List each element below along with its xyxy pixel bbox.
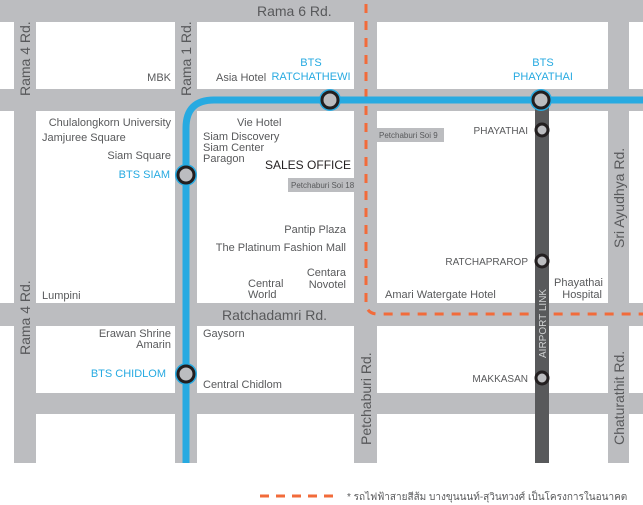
- landmark-world: World: [248, 289, 277, 301]
- landmark-central: Central: [248, 278, 283, 290]
- landmark-siam-square: Siam Square: [107, 150, 171, 162]
- label-arl-phayathai: PHAYATHAI: [474, 126, 528, 137]
- road-rama6: [0, 0, 643, 22]
- landmark-amari: Amari Watergate Hotel: [385, 289, 496, 301]
- landmark-mbk: MBK: [147, 72, 172, 84]
- label-rama4-top: Rama 4 Rd.: [17, 21, 33, 96]
- road-sri-ayudhya: [608, 22, 629, 463]
- arl-station-makkasan[interactable]: [534, 370, 550, 386]
- label-arl-ratchaprarop: RATCHAPRAROP: [445, 257, 528, 268]
- label-ratchadamri: Ratchadamri Rd.: [222, 307, 327, 323]
- label-arl-makkasan: MAKKASAN: [472, 374, 528, 385]
- label-chaturathit: Chaturathit Rd.: [611, 351, 627, 445]
- label-bts-ratchathewi: BTS: [300, 57, 321, 69]
- landmark-chula: Chulalongkorn University: [49, 117, 172, 129]
- road-soi9: [377, 128, 444, 142]
- landmark-paragon: Paragon: [203, 153, 245, 165]
- bts-station-ratchathewi[interactable]: [319, 89, 341, 111]
- arl-station-phayathai[interactable]: [534, 122, 550, 138]
- label-rama1: Rama 1 Rd.: [178, 21, 194, 96]
- label-rama4-bottom: Rama 4 Rd.: [17, 280, 33, 355]
- landmark-siam-discovery: Siam Discovery: [203, 131, 280, 143]
- label-airport-link: AIRPORT LINK: [538, 289, 549, 358]
- legend: * รถไฟฟ้าสายสีส้ม บางขุนนนท์-สุวินทวงศ์ …: [260, 489, 627, 503]
- orange-line-future: [364, 4, 643, 316]
- bts-line: [182, 96, 643, 463]
- landmark-sales-office[interactable]: SALES OFFICE: [265, 158, 351, 172]
- legend-note: * รถไฟฟ้าสายสีส้ม บางขุนนนท์-สุวินทวงศ์ …: [347, 489, 627, 503]
- label-rama6: Rama 6 Rd.: [257, 3, 332, 19]
- landmark-jamjuree: Jamjuree Square: [42, 132, 126, 144]
- landmark-pantip: Pantip Plaza: [284, 224, 347, 236]
- landmark-gaysorn: Gaysorn: [203, 328, 245, 340]
- landmark-asia-hotel: Asia Hotel: [216, 72, 266, 84]
- landmark-amarin: Amarin: [136, 339, 171, 351]
- label-sri-ayudhya: Sri Ayudhya Rd.: [611, 148, 627, 248]
- road-rama4: [14, 22, 36, 463]
- arl-station-ratchaprarop[interactable]: [534, 253, 550, 269]
- label-bts-phayathai: BTS: [532, 57, 553, 69]
- landmark-siam-center: Siam Center: [203, 142, 264, 154]
- landmark-vie-hotel: Vie Hotel: [237, 117, 281, 129]
- label-bts-siam: BTS SIAM: [119, 169, 170, 181]
- bts-station-phayathai[interactable]: [530, 89, 552, 111]
- landmark-phayathai-hospital-2: Hospital: [562, 289, 602, 301]
- landmark-platinum: The Platinum Fashion Mall: [216, 242, 346, 254]
- road-ratchadamri: [0, 303, 643, 326]
- bts-station-chidlom[interactable]: [175, 363, 197, 385]
- label-bts-ratchathewi-name: RATCHATHEWI: [271, 71, 350, 83]
- label-soi9: Petchaburi Soi 9: [379, 131, 438, 140]
- label-soi18: Petchaburi Soi 18: [291, 181, 355, 190]
- bts-station-siam[interactable]: [175, 164, 197, 186]
- road-lower-cross: [14, 393, 643, 414]
- landmark-phayathai-hospital-1: Phayathai: [554, 277, 603, 289]
- landmark-novotel: Novotel: [309, 279, 346, 291]
- road-soi18: [288, 178, 354, 192]
- landmark-central-chidlom: Central Chidlom: [203, 379, 282, 391]
- landmark-erawan: Erawan Shrine: [99, 328, 171, 340]
- landmark-centara: Centara: [307, 267, 347, 279]
- landmark-lumpini: Lumpini: [42, 290, 81, 302]
- label-petchaburi: Petchaburi Rd.: [358, 352, 374, 445]
- label-bts-phayathai-name: PHAYATHAI: [513, 71, 573, 83]
- label-bts-chidlom: BTS CHIDLOM: [91, 368, 166, 380]
